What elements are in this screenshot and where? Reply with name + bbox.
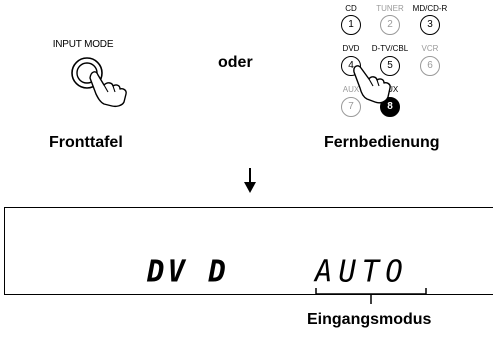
remote-label-aux-7: AUX <box>342 85 360 94</box>
remote-button-6[interactable]: 6 <box>420 56 440 76</box>
display-source-text: DV D <box>147 253 229 289</box>
remote-label-cd: CD <box>345 4 357 13</box>
remote-button-7[interactable]: 7 <box>341 97 361 117</box>
down-arrow-icon <box>244 168 256 193</box>
remote-label-d-tv-cbl: D-TV/CBL <box>371 44 409 53</box>
remote-control-caption: Fernbedienung <box>324 134 440 151</box>
or-connector: oder <box>218 54 253 71</box>
remote-button-8[interactable]: 8 <box>380 97 400 117</box>
input-mode-label: INPUT MODE <box>52 39 114 50</box>
remote-button-5[interactable]: 5 <box>380 56 400 76</box>
remote-label-vcr: VCR <box>421 44 439 53</box>
remote-button-2[interactable]: 2 <box>380 15 400 35</box>
front-panel-caption: Fronttafel <box>49 134 123 151</box>
pressing-hand-icon <box>353 65 391 104</box>
input-mode-caption: Eingangsmodus <box>307 311 432 328</box>
front-display-panel <box>4 207 493 295</box>
input-mode-button-hand-illustration <box>71 57 127 108</box>
remote-label-tuner: TUNER <box>376 4 404 13</box>
remote-button-3[interactable]: 3 <box>420 15 440 35</box>
display-mode-text: AUTO <box>315 253 409 289</box>
remote-label-md-cd-r: MD/CD-R <box>412 4 448 13</box>
mode-bracket <box>315 288 427 304</box>
remote-button-1[interactable]: 1 <box>341 15 361 35</box>
remote-label-dvd: DVD <box>342 44 360 53</box>
